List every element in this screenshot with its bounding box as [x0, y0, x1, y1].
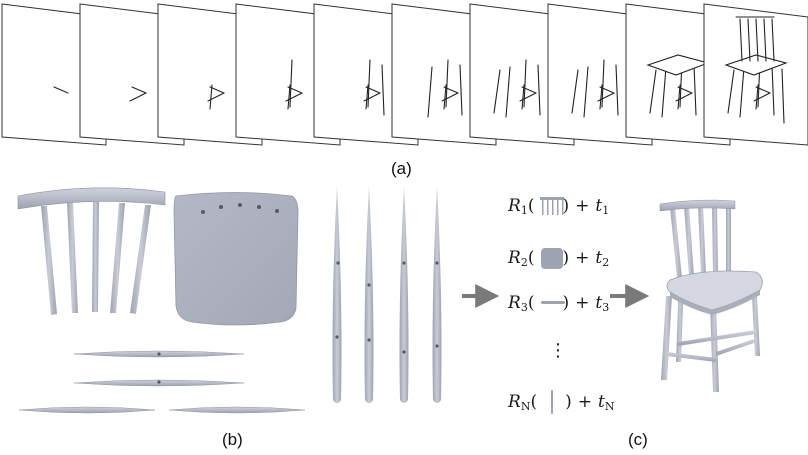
- seat-part: [173, 192, 299, 326]
- equation-ellipsis: ⋮: [549, 340, 567, 360]
- assembly-sequence-frames: [1, 3, 808, 146]
- leg-3: [399, 186, 409, 403]
- backrest-spindle-2: [67, 203, 78, 313]
- seat-board: [173, 192, 299, 326]
- equation-icons: [540, 197, 565, 414]
- panel-label-a: (a): [391, 159, 412, 178]
- leg-1: [332, 186, 342, 403]
- leg-2: [364, 186, 374, 403]
- spindle-backrest-icon: [540, 197, 564, 215]
- backrest-spindle-3: [92, 202, 99, 312]
- vertical-leg-icon: [551, 390, 553, 414]
- leg-parts: [332, 186, 442, 403]
- seat-icon: [541, 248, 563, 269]
- panel-label-b: (b): [222, 430, 243, 449]
- parts-panel: [17, 186, 442, 414]
- assembled-chair: [659, 199, 763, 392]
- assembly-frame-10: [703, 3, 808, 146]
- backrest-part: [17, 187, 166, 315]
- rung-3: [18, 406, 156, 414]
- backrest-top-rail: [17, 187, 166, 210]
- backrest-spindle-1: [41, 206, 57, 315]
- rung-parts: [18, 350, 306, 414]
- leg-4: [432, 186, 442, 403]
- rung-4: [168, 406, 306, 414]
- horizontal-rung-icon: [541, 301, 565, 304]
- backrest-spindle-4: [110, 203, 125, 313]
- panel-label-c: (c): [628, 430, 648, 449]
- backrest-spindle-5: [130, 205, 151, 314]
